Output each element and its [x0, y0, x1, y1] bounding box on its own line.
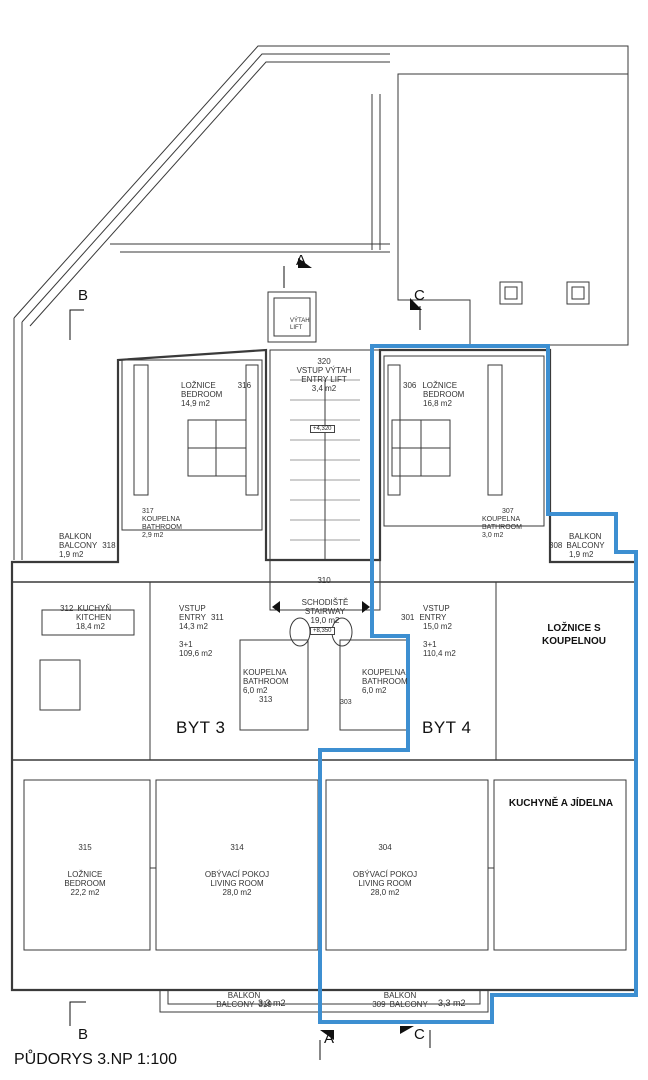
- section-marker-c-top: [410, 298, 422, 310]
- section-a-bottom: A: [324, 1030, 335, 1047]
- section-c-bottom: C: [414, 1026, 425, 1043]
- stair-arrow-right: [362, 601, 370, 613]
- section-b-bottom: B: [78, 1026, 89, 1043]
- section-b-top: B: [78, 287, 89, 304]
- section-a-top: A: [296, 252, 307, 269]
- room-319-area: 3,3 m2: [258, 998, 286, 1008]
- section-marker-a-top: [298, 258, 312, 268]
- room-309-area: 3,3 m2: [438, 998, 466, 1008]
- section-marker-c-bottom: [400, 1026, 414, 1034]
- room-310-label: 310: [317, 576, 331, 585]
- roof-outline: [13, 45, 629, 346]
- level-upper: +4,320: [310, 425, 335, 433]
- room-303-number: 303: [340, 699, 352, 706]
- roof-inner-1: [21, 53, 390, 323]
- roof-inner-2: [29, 61, 390, 327]
- plan-title: PŮDORYS 3.NP 1:100: [14, 1051, 178, 1068]
- stair-arrow-left: [272, 601, 280, 613]
- section-c-top: C: [414, 287, 425, 304]
- annotation-kitchen-dining: KUCHYNĚ A JÍDELNA: [508, 798, 614, 809]
- section-marker-a-bottom: [320, 1030, 334, 1040]
- apartment-byt3: BYT 3: [176, 718, 226, 737]
- level-lower: +8,350: [310, 627, 335, 635]
- apartment-byt4: BYT 4: [422, 718, 472, 737]
- apartment-highlight: [318, 344, 638, 1024]
